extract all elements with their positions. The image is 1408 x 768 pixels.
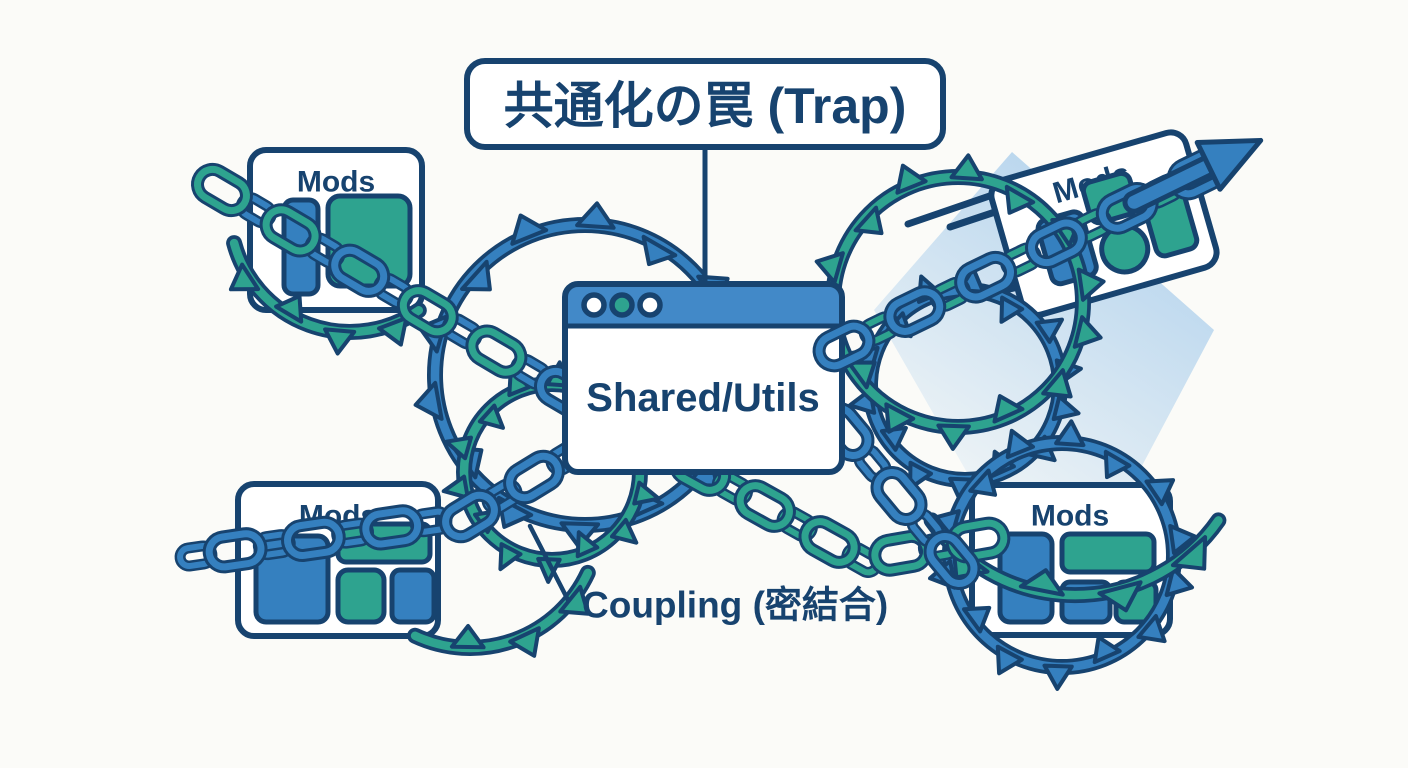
caption-leader-line [527, 523, 571, 603]
window-button-3 [637, 292, 663, 318]
thorn-vine [226, 235, 427, 356]
escape-arrow [1122, 137, 1264, 214]
title-group: 共通化の罠 (Trap) [464, 58, 946, 286]
thorn-vine [407, 564, 596, 658]
arrow-head [1194, 137, 1264, 192]
shared-utils-window: Shared/Utils [562, 281, 845, 475]
page-title: 共通化の罠 (Trap) [504, 78, 907, 134]
module-block-teal [1059, 531, 1157, 575]
window-titlebar [565, 284, 842, 326]
escape-chain-group [812, 137, 1264, 373]
speed-line [946, 207, 1002, 231]
card-label: Mods [1031, 500, 1109, 533]
speed-line [904, 187, 1008, 228]
caption-group: Coupling (密結合) [527, 523, 888, 626]
window-body [565, 284, 842, 472]
mods-card-bottom-right: Mods [969, 482, 1173, 638]
module-block-teal [335, 567, 387, 625]
coupling-label: Coupling (密結合) [582, 585, 888, 626]
window-button-1 [581, 292, 607, 318]
card-label: Mods [297, 166, 375, 199]
window-title: Shared/Utils [586, 376, 819, 420]
title-box [464, 58, 946, 150]
module-block-blue [389, 567, 437, 625]
window-button-2 [609, 292, 635, 318]
